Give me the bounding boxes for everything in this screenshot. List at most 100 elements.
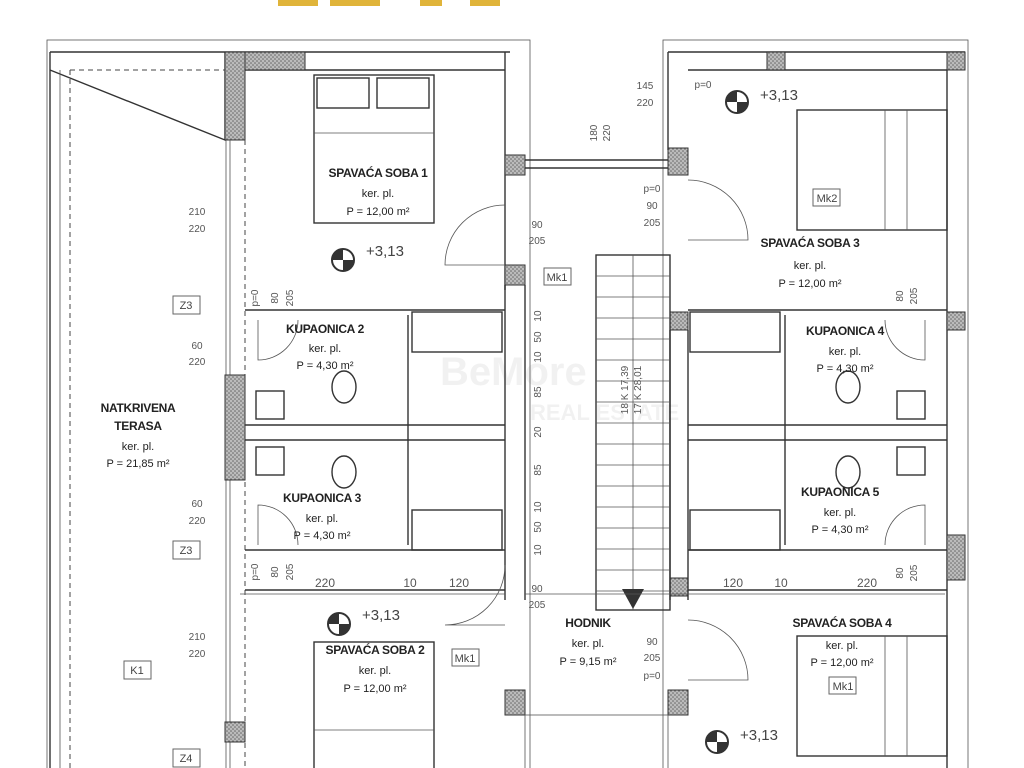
beds [313, 74, 948, 768]
plan-text: P = 4,30 m² [297, 360, 354, 372]
plan-text: 10 [774, 576, 788, 590]
room-bath4: KUPAONICA 4 ker. pl. P = 4,30 m² [806, 324, 885, 375]
plan-text: 50 [533, 331, 544, 343]
plan-text: P = 4,30 m² [294, 530, 351, 542]
plan-text: SPAVAĆA SOBA 1 [329, 165, 429, 180]
plan-text: Z4 [180, 753, 193, 765]
plan-text: ker. pl. [309, 343, 341, 355]
plan-text: 220 [189, 516, 206, 527]
plan-text: 80 [895, 290, 906, 302]
plan-text: K1 [130, 665, 143, 677]
plan-text: 80 [270, 292, 281, 304]
plan-text: p=0 [644, 671, 661, 682]
plan-text: 220 [189, 649, 206, 660]
walls [46, 39, 969, 768]
room-bath2: KUPAONICA 2 ker. pl. P = 4,30 m² [286, 322, 365, 372]
plan-text: 145 [637, 81, 654, 92]
plan-text: 10 [533, 310, 544, 322]
plan-text: 20 [533, 426, 544, 438]
room-bed1: SPAVAĆA SOBA 1 ker. pl. P = 12,00 m² [329, 165, 429, 218]
plan-text: 18 K 17,39 [620, 365, 631, 414]
plan-text: 220 [315, 576, 335, 590]
plan-text: Z3 [180, 300, 193, 312]
level-marker-icon [705, 730, 729, 754]
plan-text: 220 [637, 98, 654, 109]
plan-text: 220 [602, 124, 613, 141]
plan-text: ker. pl. [306, 513, 338, 525]
plan-text: SPAVAĆA SOBA 2 [326, 642, 426, 657]
level-label: +3,13 [760, 87, 798, 104]
plan-text: P = 4,30 m² [812, 524, 869, 536]
plan-text: 205 [644, 653, 661, 664]
plan-text: Z3 [180, 545, 193, 557]
plan-text: ker. pl. [362, 188, 394, 200]
plan-text: P = 12,00 m² [778, 278, 841, 290]
watermark-brand: BeMore [440, 350, 587, 394]
plan-text: 120 [723, 576, 743, 590]
plan-text: ker. pl. [829, 346, 861, 358]
plan-text: P = 4,30 m² [817, 363, 874, 375]
plan-text: p=0 [250, 563, 261, 580]
plan-text: 205 [644, 218, 661, 229]
room-bath3: KUPAONICA 3 ker. pl. P = 4,30 m² [283, 491, 362, 542]
plan-text: p=0 [644, 184, 661, 195]
plan-text: ker. pl. [122, 441, 154, 453]
plan-text: Mk2 [817, 193, 838, 205]
level-label: +3,13 [366, 243, 404, 260]
plan-text: 220 [189, 224, 206, 235]
plan-text: 10 [533, 544, 544, 556]
plan-text: 10 [403, 576, 417, 590]
logo-fragment [278, 0, 500, 6]
plan-text: 180 [589, 124, 600, 141]
plan-text: 80 [270, 566, 281, 578]
plan-text: KUPAONICA 2 [286, 322, 365, 336]
plan-text: P = 21,85 m² [106, 458, 169, 470]
plan-text: 220 [857, 576, 877, 590]
plan-text: KUPAONICA 3 [283, 491, 362, 505]
plan-text: 205 [285, 289, 296, 306]
plan-text: P = 12,00 m² [810, 657, 873, 669]
plan-text: 17 K 28,01 [633, 365, 644, 414]
plan-text: TERASA [114, 419, 162, 433]
plan-text: ker. pl. [824, 507, 856, 519]
plan-text: KUPAONICA 5 [801, 485, 880, 499]
plan-text: 205 [529, 236, 546, 247]
plan-text: ker. pl. [826, 640, 858, 652]
plan-text: 10 [533, 501, 544, 513]
stair-arrow-icon [622, 589, 644, 609]
plan-text: HODNIK [565, 616, 611, 630]
plan-text: 50 [533, 521, 544, 533]
staircase [595, 254, 671, 611]
plan-text: p=0 [250, 289, 261, 306]
plan-text: 205 [529, 600, 546, 611]
plan-text: 10 [533, 351, 544, 363]
plan-text: 120 [449, 576, 469, 590]
level-marker-icon [327, 612, 351, 636]
level-markers: +3,13 +3,13 +3,13 +3,13 [327, 87, 798, 754]
plan-text: Mk1 [833, 681, 854, 693]
doors [257, 179, 926, 681]
plan-text: P = 9,15 m² [560, 656, 617, 668]
plan-text: ker. pl. [794, 260, 826, 272]
plan-text: 80 [895, 567, 906, 579]
room-bed3: SPAVAĆA SOBA 3 ker. pl. P = 12,00 m² [761, 235, 861, 290]
plan-text: 90 [646, 637, 658, 648]
plan-text: 60 [191, 341, 203, 352]
plan-text: 205 [909, 287, 920, 304]
level-marker-icon [331, 248, 355, 272]
plan-text: ker. pl. [359, 665, 391, 677]
plan-text: KUPAONICA 4 [806, 324, 885, 338]
plan-text: 205 [285, 563, 296, 580]
plan-text: Mk1 [455, 653, 476, 665]
level-label: +3,13 [740, 727, 778, 744]
plan-text: 85 [533, 386, 544, 398]
plan-text: NATKRIVENA [101, 401, 176, 415]
plan-text: 90 [646, 201, 658, 212]
plan-text: 90 [531, 220, 543, 231]
plan-text: P = 12,00 m² [346, 206, 409, 218]
plan-text: P = 12,00 m² [343, 683, 406, 695]
plan-text: SPAVAĆA SOBA 3 [761, 235, 861, 250]
watermark-sub: REAL ESTATE [530, 400, 679, 425]
